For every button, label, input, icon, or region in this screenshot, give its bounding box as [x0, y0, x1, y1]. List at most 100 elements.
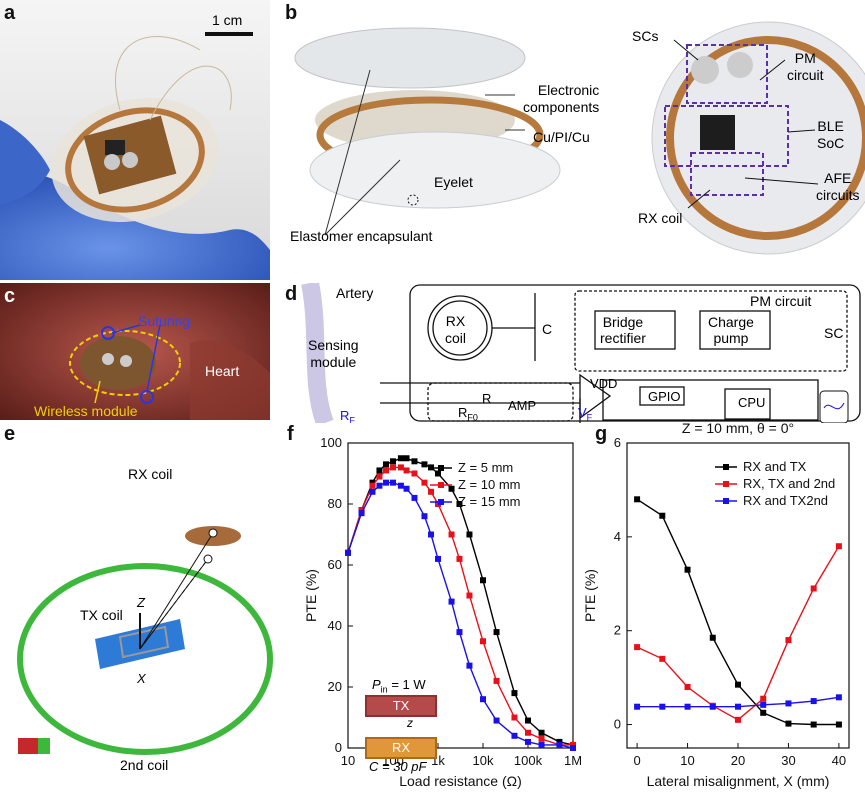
label-electronic-components: Electronic components	[523, 82, 600, 115]
data-point	[411, 494, 418, 501]
panel-b: b Electronic components Cu/PI/Cu Eyelet …	[280, 0, 865, 280]
data-point	[735, 681, 741, 688]
data-point	[538, 741, 545, 748]
data-point	[358, 510, 365, 517]
data-point	[538, 735, 545, 742]
data-point	[760, 709, 767, 716]
y-tick-label: 80	[328, 496, 342, 511]
data-point	[570, 745, 576, 751]
data-point	[709, 634, 716, 641]
panel-label-f: f	[287, 423, 294, 445]
inset-pin: Pin = 1 W	[372, 677, 426, 695]
y-tick-label: 2	[614, 623, 621, 638]
label-tx-coil: TX coil	[80, 607, 123, 623]
y-tick-label: 6	[614, 435, 621, 450]
data-point	[659, 655, 666, 662]
label-eyelet: Eyelet	[434, 174, 473, 190]
y-tick-label: 0	[614, 717, 621, 732]
data-point	[448, 531, 455, 538]
x-tick-label: 10	[680, 753, 694, 768]
panel-label-e: e	[4, 423, 16, 445]
data-point	[376, 467, 383, 474]
inset-rx-block: RX	[365, 737, 437, 759]
data-point	[480, 638, 486, 645]
data-point	[403, 485, 410, 492]
series-line	[347, 466, 573, 746]
data-point	[369, 482, 376, 489]
data-point	[835, 721, 842, 728]
plot-frame	[347, 442, 574, 749]
coil-setup-diagram	[17, 526, 273, 755]
data-point	[511, 690, 518, 697]
data-point	[634, 496, 641, 503]
data-point	[397, 455, 404, 462]
data-point	[810, 585, 817, 592]
panel-label-b: b	[285, 2, 298, 24]
data-point	[390, 458, 396, 465]
label-rf0: RF0	[458, 405, 478, 423]
data-point	[493, 677, 500, 684]
data-point	[376, 473, 383, 480]
data-point	[634, 644, 641, 651]
y-tick-label: 40	[328, 618, 342, 633]
legend-swatch-marker	[438, 482, 444, 488]
y-tick-label: 100	[320, 435, 342, 450]
label-rx-coil-e: RX coil	[128, 466, 173, 482]
data-point	[785, 700, 792, 707]
data-point	[383, 467, 390, 474]
label-scs: SCs	[632, 28, 659, 44]
legend-entry: Z = 10 mm	[458, 477, 521, 492]
label-cpu: CPU	[738, 395, 766, 410]
data-point	[810, 698, 817, 705]
data-point	[480, 696, 486, 703]
data-point	[421, 513, 428, 520]
legend-entry: RX, TX and 2nd	[743, 476, 835, 491]
exploded-view-diagram	[294, 21, 865, 255]
inset-cap: C = 30 pF	[369, 759, 427, 774]
legend-swatch-marker	[723, 464, 729, 470]
data-point	[480, 577, 486, 584]
data-point	[785, 720, 792, 727]
inset-z-label: z	[407, 716, 413, 730]
legend-swatch-marker	[723, 481, 729, 487]
label-afe: AFE circuits	[816, 170, 860, 203]
label-r: R	[482, 391, 492, 406]
legend-swatch-marker	[438, 499, 444, 505]
label-c: C	[542, 321, 553, 337]
label-rf: RF	[340, 408, 355, 423]
data-point	[556, 741, 563, 748]
data-point	[525, 729, 531, 736]
label-vdd: VDD	[590, 376, 618, 391]
data-point	[411, 458, 418, 465]
data-point	[684, 684, 691, 690]
data-point	[428, 531, 435, 538]
data-point	[448, 485, 455, 492]
data-point	[403, 467, 410, 474]
panel-label-g: g	[595, 423, 608, 445]
series-line	[636, 498, 839, 726]
data-point	[466, 592, 473, 599]
data-point	[397, 482, 404, 489]
label-sc: SC	[824, 325, 844, 341]
label-elastomer: Elastomer encapsulant	[290, 228, 433, 244]
data-point	[466, 662, 473, 669]
data-point	[397, 464, 404, 471]
label-cu-pi-cu: Cu/PI/Cu	[533, 129, 590, 145]
data-point	[785, 637, 792, 644]
label-2nd-coil: 2nd coil	[120, 757, 169, 773]
panel-e: e RX coil TX coil 2nd coil Z X	[0, 423, 285, 800]
label-heart: Heart	[205, 363, 240, 379]
label-wireless-module: Wireless module	[34, 403, 138, 419]
x-axis-label: Load resistance (Ω)	[399, 773, 522, 789]
label-pm: PM circuit	[787, 50, 824, 83]
data-point	[435, 555, 441, 562]
legend-entry: RX and TX	[743, 459, 807, 474]
x-tick-label: 20	[731, 753, 745, 768]
data-point	[435, 470, 441, 477]
data-point	[659, 703, 666, 710]
data-point	[835, 694, 842, 701]
data-point	[345, 549, 351, 556]
